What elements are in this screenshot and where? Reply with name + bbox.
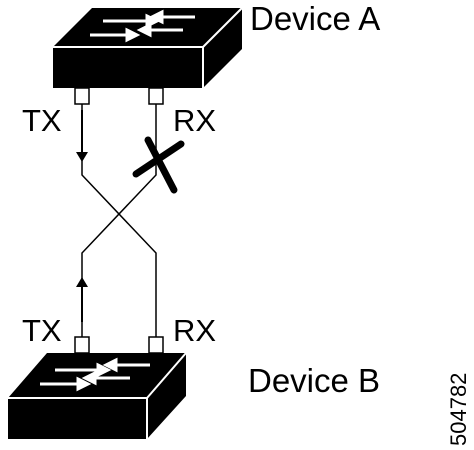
device-b-tx-port <box>74 336 90 354</box>
switch-arrows-icon <box>90 9 195 43</box>
broken-link-x-icon <box>132 136 185 194</box>
device-a-rx-label: RX <box>173 103 216 138</box>
device-a-tx-port <box>74 87 90 105</box>
device-b-tx-label: TX <box>22 313 62 348</box>
device-a-switch <box>53 7 243 88</box>
device-a-tx-label: TX <box>22 103 62 138</box>
figure-number: 504782 <box>446 373 471 446</box>
device-b-rx-label: RX <box>173 313 216 348</box>
switch-arrows-icon <box>40 357 150 392</box>
device-b-rx-port <box>148 336 164 354</box>
device-a-name: Device A <box>250 0 380 37</box>
device-b-name: Device B <box>248 362 380 399</box>
device-a-rx-port <box>148 87 164 105</box>
device-b-switch <box>8 352 187 439</box>
